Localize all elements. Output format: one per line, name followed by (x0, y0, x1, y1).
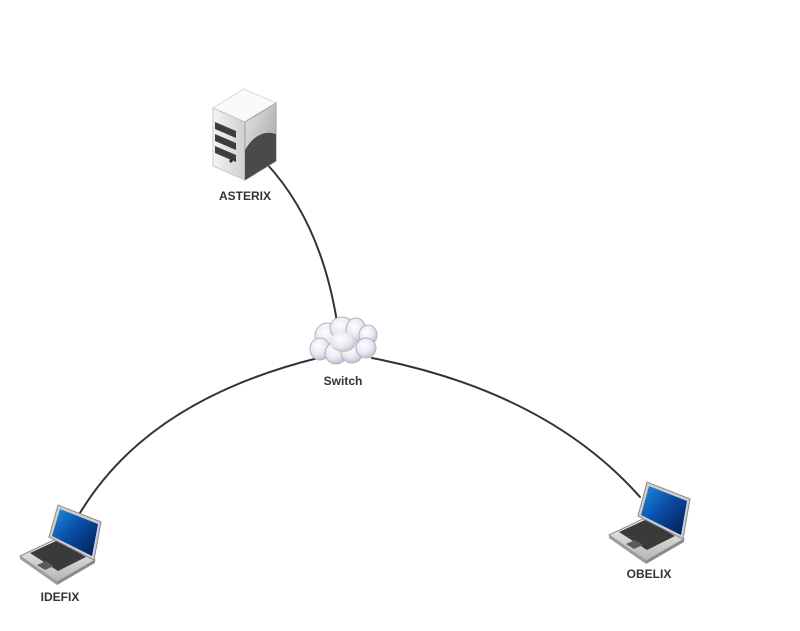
node-label-asterix: ASTERIX (219, 189, 271, 203)
server-icon (211, 88, 278, 181)
laptop-icon (19, 504, 102, 585)
link-switch-obelix (371, 357, 641, 498)
laptop-icon (608, 481, 691, 564)
node-label-switch: Switch (324, 374, 363, 388)
node-label-idefix: IDEFIX (41, 590, 80, 604)
node-label-obelix: OBELIX (627, 567, 672, 581)
link-switch-idefix (79, 357, 319, 514)
cloud-icon (309, 316, 378, 365)
node-asterix[interactable]: ASTERIX (211, 88, 278, 203)
node-obelix[interactable]: OBELIX (608, 481, 691, 581)
node-switch[interactable]: Switch (309, 316, 378, 388)
node-idefix[interactable]: IDEFIX (19, 504, 102, 604)
link-asterix-switch (265, 162, 338, 323)
